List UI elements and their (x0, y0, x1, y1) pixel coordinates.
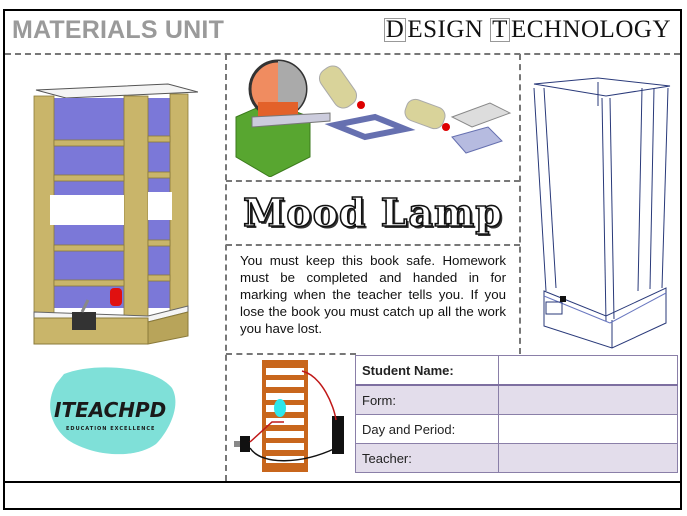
process-steps-image (235, 59, 512, 177)
student-name-field[interactable] (498, 355, 678, 386)
header-divider (5, 53, 680, 55)
student-name-label: Student Name: (355, 355, 499, 386)
page-frame (3, 9, 682, 510)
logo-tagline: EDUCATION EXCELLENCE (66, 426, 155, 432)
iteachpd-logo: ITEACHPD EDUCATION EXCELLENCE (50, 367, 176, 455)
right-column-divider (519, 54, 521, 354)
project-title: Mood Lamp (242, 189, 503, 236)
teacher-label: Teacher: (355, 443, 499, 473)
table-row-teacher: Teacher: (355, 443, 678, 473)
form-field[interactable] (498, 384, 678, 415)
table-row-student-name: Student Name: (355, 355, 678, 386)
subject-word-technology: ECHNOLOGY (510, 16, 671, 43)
subject-initial-d: D (383, 16, 407, 43)
day-period-field[interactable] (498, 414, 678, 444)
day-period-label: Day and Period: (355, 414, 499, 444)
form-label: Form: (355, 384, 499, 415)
circuit-divider (226, 353, 356, 355)
left-column-divider (225, 54, 227, 481)
lamp-wireframe-image (533, 77, 671, 349)
unit-title: MATERIALS UNIT (12, 16, 225, 44)
process-divider (226, 180, 520, 182)
book-notice: You must keep this book safe. Homework m… (240, 253, 506, 336)
circuit-image (234, 360, 344, 472)
student-info-table: Student Name: Form: Day and Period: Teac… (355, 355, 678, 473)
table-row-form: Form: (355, 384, 678, 415)
table-row-day-period: Day and Period: (355, 414, 678, 444)
lamp-render-image (33, 83, 198, 345)
subject-initial-t: T (490, 16, 510, 43)
subject-word-design: ESIGN (407, 16, 484, 43)
title-divider (226, 244, 520, 246)
logo-name: ITEACHPD (54, 398, 166, 422)
footer-divider (3, 481, 682, 483)
teacher-field[interactable] (498, 443, 678, 473)
